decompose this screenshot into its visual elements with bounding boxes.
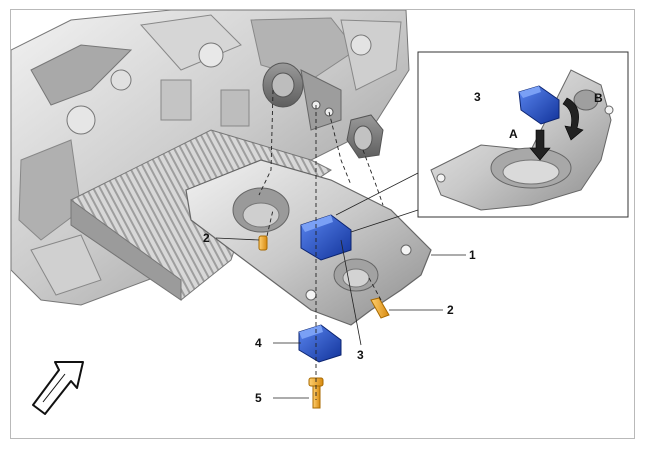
direction-arrow-icon [32, 361, 84, 415]
engine-mount-housing [262, 62, 384, 159]
detail-inset [417, 51, 629, 218]
bolt-left [258, 235, 268, 251]
callout-1: 1 [469, 248, 476, 262]
assembly-lines [258, 89, 384, 400]
exploded-view-illustration: 1 2 2 3 3 4 5 A B [11, 10, 629, 415]
lower-clamp [298, 324, 342, 363]
diagram-frame: 1 2 2 3 3 4 5 A B [10, 9, 635, 439]
callout-2-right: 2 [447, 303, 454, 317]
callout-3-main: 3 [357, 348, 364, 362]
callout-a: A [509, 127, 518, 141]
bolt-right [370, 297, 390, 319]
callout-2-left: 2 [203, 231, 210, 245]
callout-4: 4 [255, 336, 262, 350]
zoom-lines [335, 172, 419, 233]
mount-clamp [300, 214, 352, 261]
callout-5: 5 [255, 391, 262, 405]
callout-b: B [594, 91, 603, 105]
callout-3-inset: 3 [474, 90, 481, 104]
